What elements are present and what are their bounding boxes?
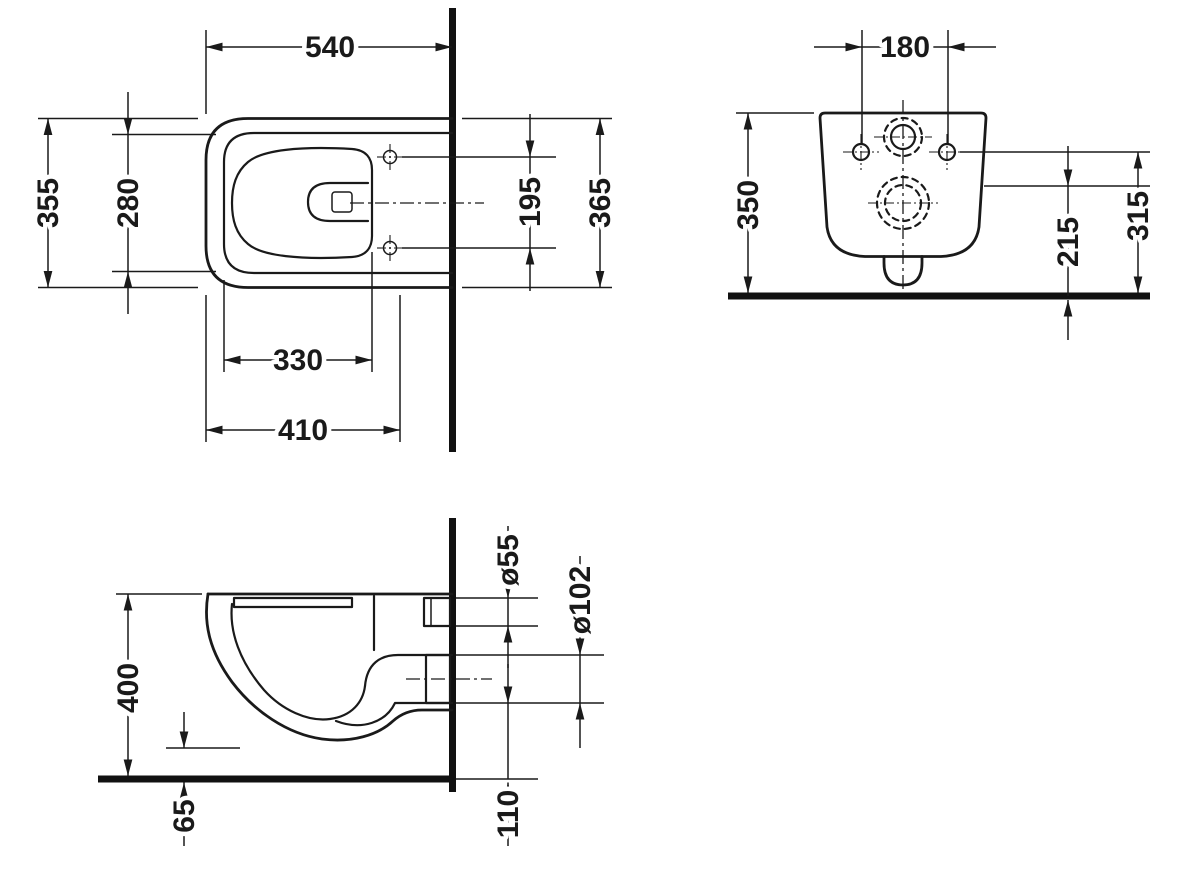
dim-330-label: 330: [273, 344, 323, 377]
dim-dia102: ø102: [456, 556, 604, 748]
dim-400-label: 400: [112, 663, 145, 713]
dim-195-label: 195: [514, 177, 547, 227]
fixing-hole-right: [929, 134, 965, 170]
rim-slot: [232, 596, 354, 609]
front-view: 180 350 215 315: [728, 27, 1160, 340]
plan-view: 540 355 280 195 365: [28, 8, 622, 452]
rim-line: [222, 131, 454, 275]
inlet-connector: [422, 596, 452, 628]
seat-fixing-hole-bottom: [377, 235, 403, 261]
bowl-inner: [230, 602, 367, 721]
dim-365-label: 365: [584, 178, 617, 228]
body-outline: [818, 111, 988, 258]
bowl-outline: [204, 117, 454, 289]
dim-350-label: 350: [732, 180, 765, 230]
dim-540: 540: [205, 27, 452, 114]
dim-410-label: 410: [278, 414, 328, 447]
dim-215-label: 215: [1052, 217, 1085, 267]
dim-365: 365: [462, 117, 622, 289]
flush-distributor: [306, 181, 370, 223]
dim-215: 215: [984, 146, 1150, 340]
dim-355: 355: [28, 117, 198, 289]
dim-195: 195: [402, 114, 556, 291]
dim-350: 350: [728, 112, 814, 293]
trap-top: [363, 653, 454, 688]
dim-dia55-label: ø55: [492, 534, 525, 586]
dim-180: 180: [814, 27, 996, 143]
dim-400: 400: [108, 593, 202, 776]
outlet-circle: [868, 175, 938, 231]
dim-315: 315: [960, 151, 1160, 293]
water-inlet-circle: [874, 116, 932, 158]
dim-330: 330: [223, 252, 373, 382]
dim-dia102-label: ø102: [564, 566, 597, 634]
dim-355-label: 355: [32, 178, 65, 228]
side-view: 400 65 ø55 ø102: [98, 518, 604, 846]
dim-410: 410: [205, 295, 401, 452]
dim-110-label: 110: [492, 790, 525, 838]
bowl-opening: [230, 146, 374, 260]
dim-280: 280: [108, 92, 216, 314]
profile-outline: [205, 592, 454, 742]
fixing-hole-left: [843, 134, 879, 170]
flush-detail: [331, 191, 353, 213]
trap-bottom: [334, 701, 454, 727]
dim-65: 65: [164, 712, 240, 846]
dim-180-label: 180: [880, 31, 930, 64]
dim-315-label: 315: [1122, 191, 1155, 241]
dim-65-label: 65: [168, 799, 201, 832]
dim-110: 110: [456, 664, 538, 846]
dim-540-label: 540: [305, 31, 355, 64]
dim-dia55: ø55: [456, 526, 538, 668]
dim-280-label: 280: [112, 178, 145, 228]
seat-fixing-hole-top: [377, 144, 403, 170]
